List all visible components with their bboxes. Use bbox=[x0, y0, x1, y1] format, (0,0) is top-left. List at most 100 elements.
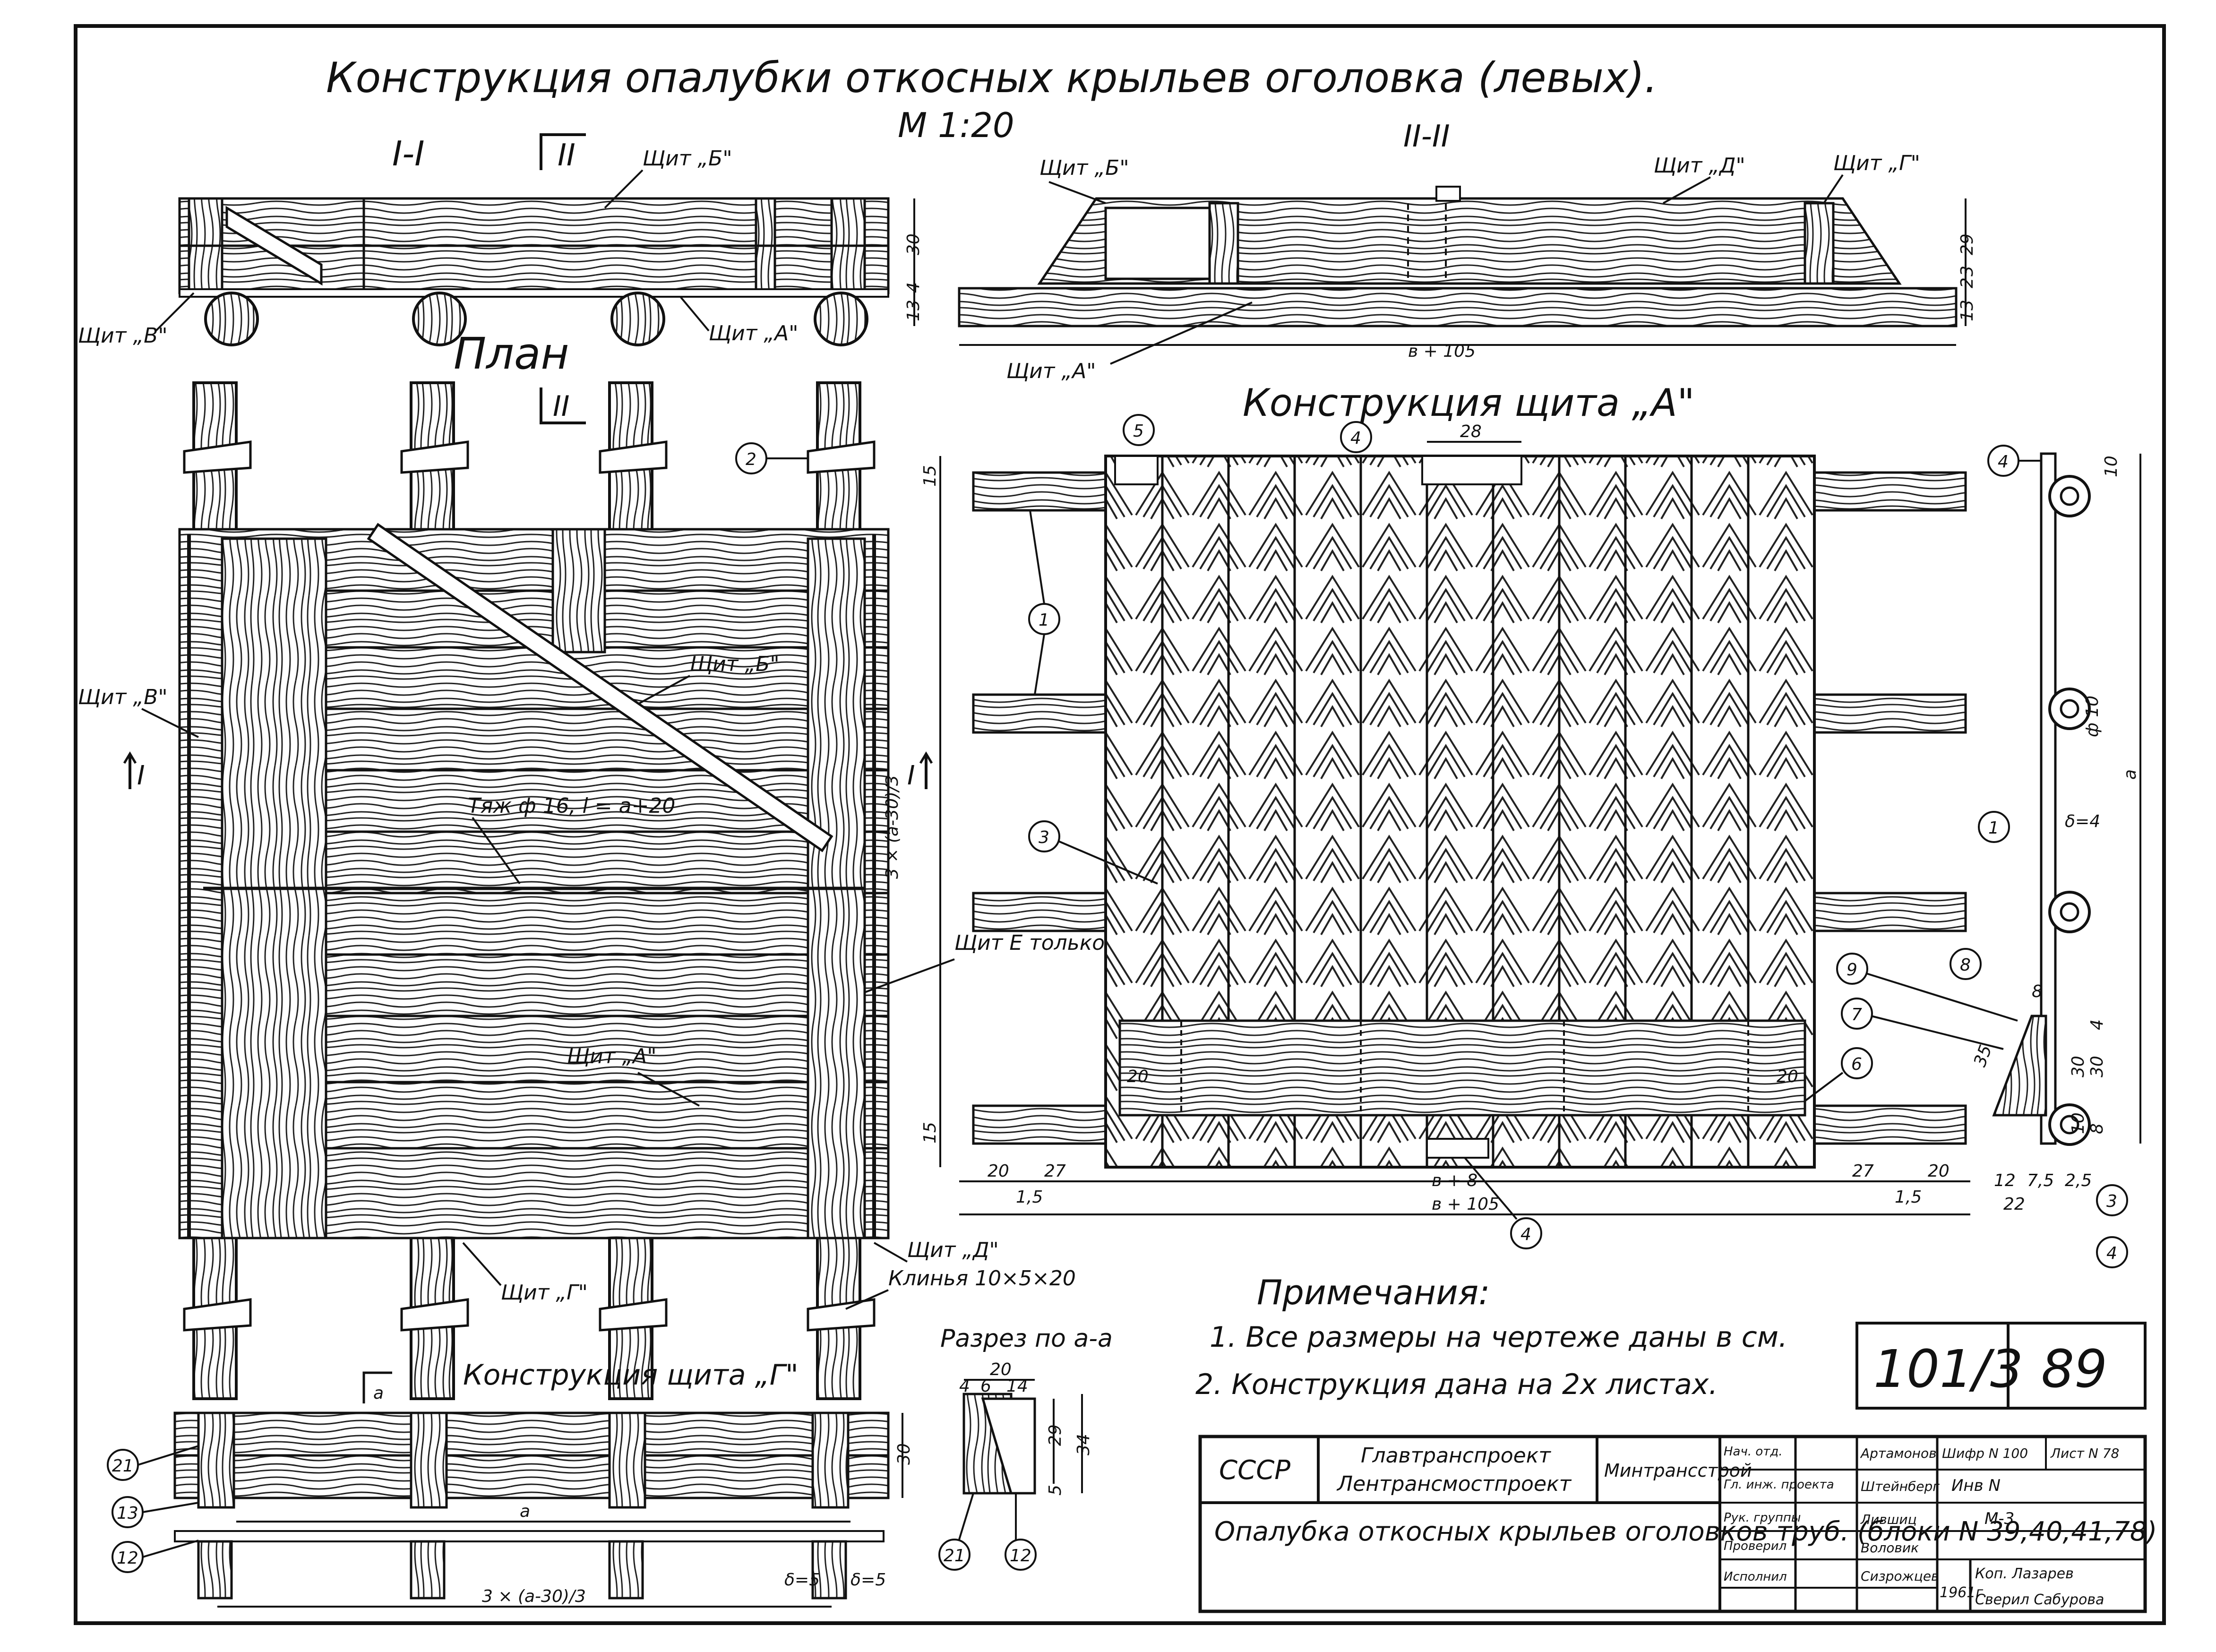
section-a-a-dim-4: 4 bbox=[959, 1377, 970, 1396]
shield-a-title: Конструкция щита „А" bbox=[1243, 381, 1694, 425]
shield-a-side-dim-22: 22 bbox=[2003, 1195, 2025, 1214]
section-1-1-dim-4: 4 bbox=[904, 282, 923, 293]
callout-8: 8 bbox=[1960, 955, 1971, 975]
shield-a-side-dim-8: 8 bbox=[2032, 982, 2043, 1001]
note-2: 2. Конструкция дана на 2х листах. bbox=[1195, 1368, 1718, 1401]
label-tie-rod: Тяж ф 16, l = a+20 bbox=[468, 794, 675, 818]
plan-marker: II bbox=[553, 390, 569, 423]
callout-4-bottom-side: 4 bbox=[2106, 1244, 2117, 1263]
section-a-a-dim-6: 6 bbox=[980, 1377, 991, 1396]
section-1-1-dim-30: 30 bbox=[904, 233, 923, 255]
stamp-copied: Коп. Лазарев bbox=[1975, 1566, 2074, 1582]
section-2-2-dim-13: 13 bbox=[1958, 300, 1977, 321]
shield-g-right-dim-2: δ=5 bbox=[850, 1570, 886, 1590]
stamp-name-4: Воловик bbox=[1861, 1540, 1919, 1556]
shield-a-side-dim-a: a bbox=[2121, 769, 2140, 780]
stamp-sheet-label: Лист N 78 bbox=[2050, 1446, 2119, 1461]
sheet-frame bbox=[74, 24, 2166, 1625]
label-shield-a-right: Щит „А" bbox=[709, 321, 798, 345]
shield-a-edge-dim-27-l: 27 bbox=[1044, 1162, 1066, 1181]
section-1-1-title: I-I bbox=[392, 134, 424, 173]
shield-g-title: Конструкция щита „Г" bbox=[463, 1359, 799, 1392]
shield-a-edge-dim-15-top: 15 bbox=[920, 465, 940, 487]
label-shield-a-plan: Щит „А" bbox=[567, 1044, 656, 1068]
plan-view: План II bbox=[78, 328, 1278, 1400]
shield-a-side-dim-30b: 30 bbox=[2087, 1056, 2107, 1077]
callout-13: 13 bbox=[117, 1504, 138, 1523]
shield-a-edge-dim-27-r: 27 bbox=[1852, 1162, 1874, 1181]
section-a-a-dim-14: 14 bbox=[1006, 1377, 1028, 1396]
callout-12-aa: 12 bbox=[1010, 1546, 1031, 1566]
shield-a-side-dim-12: 12 bbox=[1994, 1171, 2016, 1190]
label-shield-g-s2: Щит „Г" bbox=[1833, 151, 1920, 175]
stamp-role-2: Гл. инж. проекта bbox=[1724, 1478, 1834, 1492]
section-2-2: II-II в + 105 29 3 2 13 Щит „Б" Щит „Д" … bbox=[958, 119, 1977, 383]
shield-a-side-dim-10-top: 10 bbox=[2102, 456, 2121, 477]
plan-side-dim: 3 × (a-30)/3 bbox=[883, 775, 902, 879]
section-1-1-dim-13: 13 bbox=[904, 300, 923, 321]
sheet-series: 101/3 bbox=[1873, 1339, 2023, 1399]
shield-g-length-label: a bbox=[520, 1502, 530, 1521]
section-a-a-title: Разрез по a-a bbox=[940, 1325, 1113, 1353]
stamp-inv: Инв N bbox=[1951, 1476, 2001, 1495]
callout-3: 3 bbox=[1039, 828, 1049, 847]
stamp-role-4: Проверил bbox=[1724, 1539, 1787, 1553]
section-1-1-marker: II bbox=[558, 138, 575, 173]
label-shield-b-top: Щит „Б" bbox=[643, 146, 732, 171]
callout-4-top: 4 bbox=[1350, 429, 1361, 448]
shield-a-side-dim-phi10: ф 10 bbox=[2083, 696, 2102, 737]
section-2-2-width-dim: в + 105 bbox=[1408, 342, 1476, 361]
shield-g-section-label: a bbox=[373, 1384, 384, 1403]
stamp-name-3: Лившиц bbox=[1860, 1512, 1917, 1527]
stamp-name-1: Артамонов bbox=[1860, 1446, 1937, 1461]
shield-a-edge-dim-20-in-r: 20 bbox=[1777, 1067, 1798, 1086]
stamp-role-1: Нач. отд. bbox=[1724, 1445, 1783, 1459]
drawing-scale: М 1:20 bbox=[898, 105, 1014, 145]
callout-21: 21 bbox=[112, 1456, 134, 1476]
stamp-cipher: Шифр N 100 bbox=[1942, 1446, 2028, 1461]
stamp-country: СССР bbox=[1219, 1455, 1290, 1486]
shield-a-view: Конструкция щита „А" 28 15 1 bbox=[920, 381, 2141, 1268]
stamp-ministry: Минтрансстрой bbox=[1604, 1460, 1752, 1481]
callout-12: 12 bbox=[117, 1549, 138, 1568]
shield-a-side-dim-4: 4 bbox=[2087, 1019, 2107, 1030]
stamp-role-5: Исполнил bbox=[1724, 1570, 1787, 1584]
shield-a-bottom-dim-1: в + 8 bbox=[1432, 1171, 1477, 1190]
label-shield-v-left: Щит „В" bbox=[78, 324, 168, 348]
label-shield-a-s2: Щит „А" bbox=[1006, 359, 1096, 383]
shield-a-edge-dim-15-r: 1,5 bbox=[1895, 1187, 1922, 1207]
label-wedges: Клинья 10×5×20 bbox=[888, 1266, 1076, 1291]
shield-a-side-dim-8b: 8 bbox=[2087, 1123, 2107, 1134]
notes-block: Примечания: 1. Все размеры на чертеже да… bbox=[1195, 1273, 1787, 1401]
callout-4-bottom: 4 bbox=[1520, 1225, 1531, 1244]
callout-21-aa: 21 bbox=[944, 1546, 965, 1566]
shield-g-end-dim: 30 bbox=[894, 1443, 914, 1465]
sheet-number: 101/3 89 bbox=[1855, 1322, 2147, 1410]
label-shield-d-s2: Щит „Д" bbox=[1654, 154, 1745, 178]
section-2-2-dim-3: 3 bbox=[1958, 266, 1977, 276]
stamp-org1: Главтранспроект bbox=[1361, 1444, 1551, 1468]
callout-6: 6 bbox=[1851, 1055, 1862, 1074]
shield-a-top-dim: 28 bbox=[1460, 422, 1482, 441]
shield-a-side-dim-25: 2,5 bbox=[2065, 1171, 2092, 1190]
label-shield-d-plan: Щит „Д" bbox=[907, 1238, 999, 1262]
plan-section-right: I bbox=[907, 760, 915, 791]
stamp-year: 1961г. bbox=[1940, 1584, 1988, 1601]
callout-7: 7 bbox=[1851, 1005, 1862, 1024]
notes-title: Примечания: bbox=[1257, 1273, 1490, 1312]
section-2-2-title: II-II bbox=[1403, 119, 1450, 154]
stamp-name-2: Штейнберг bbox=[1861, 1479, 1940, 1494]
shield-a-edge-dim-20-l: 20 bbox=[988, 1162, 1009, 1181]
shield-a-bottom-dim-2: в + 105 bbox=[1432, 1195, 1499, 1214]
shield-g-right-dim-1: δ=5 bbox=[784, 1570, 820, 1590]
section-2-2-dim-2: 2 bbox=[1958, 277, 1977, 288]
callout-3-side: 3 bbox=[2106, 1192, 2117, 1211]
callout-1-side: 1 bbox=[1988, 818, 1999, 838]
label-shield-v-plan: Щит „В" bbox=[78, 685, 168, 709]
shield-a-edge-dim-20-r: 20 bbox=[1928, 1162, 1950, 1181]
section-a-a: Разрез по a-a 20 4 6 14 29 34 5 21 12 bbox=[938, 1325, 1113, 1571]
shield-a-edge-dim-20-in-l: 20 bbox=[1127, 1067, 1149, 1086]
section-a-a-dim-5: 5 bbox=[1046, 1485, 1065, 1496]
section-a-a-dim-20: 20 bbox=[990, 1360, 1012, 1379]
